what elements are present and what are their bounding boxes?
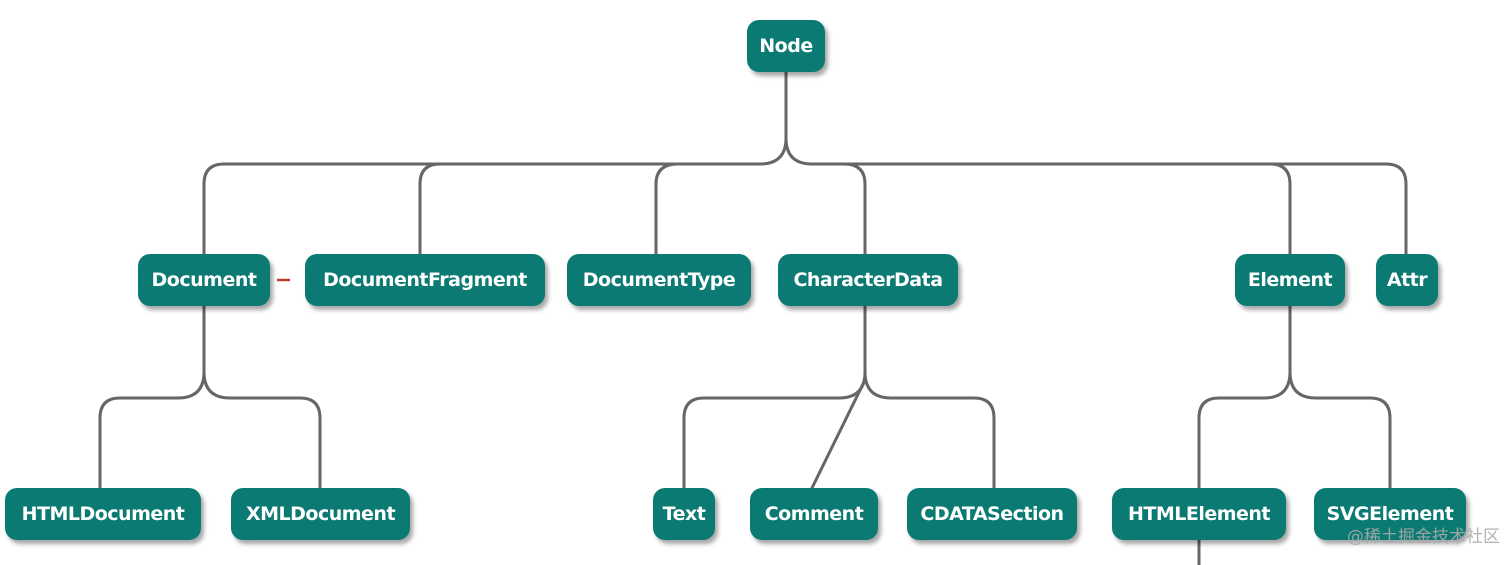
node-document[interactable]: Document (138, 254, 270, 306)
node-cdata-section[interactable]: CDATASection (907, 488, 1077, 540)
node-html-element[interactable]: HTMLElement (1112, 488, 1286, 540)
node-html-document[interactable]: HTMLDocument (5, 488, 201, 540)
node-comment[interactable]: Comment (750, 488, 878, 540)
connector-chardata-cdata (863, 370, 996, 490)
connector-element-html (1197, 304, 1292, 490)
connector-node-right (784, 136, 1408, 256)
connector-document-children (98, 304, 206, 490)
node-attr[interactable]: Attr (1376, 254, 1438, 306)
node-xml-document[interactable]: XMLDocument (231, 488, 410, 540)
connector-element-svg (1288, 370, 1392, 490)
node-node[interactable]: Node (747, 20, 825, 72)
watermark-text: @稀土掘金技术社区 (1347, 527, 1500, 547)
node-document-fragment[interactable]: DocumentFragment (305, 254, 545, 306)
connector-node-trunk (202, 70, 788, 256)
connector-document-xml (202, 370, 322, 490)
connector-chardata-text (682, 304, 867, 490)
node-element[interactable]: Element (1235, 254, 1345, 306)
connector-node-chardata (842, 162, 867, 256)
node-svg-element[interactable]: SVGElement (1314, 488, 1466, 540)
connector-node-fragment (418, 162, 442, 256)
connector-node-doctype (654, 162, 680, 256)
connector-node-element (1268, 162, 1292, 256)
node-text[interactable]: Text (653, 488, 715, 540)
node-document-type[interactable]: DocumentType (567, 254, 751, 306)
connector-chardata-comment (810, 378, 867, 490)
node-character-data[interactable]: CharacterData (778, 254, 958, 306)
